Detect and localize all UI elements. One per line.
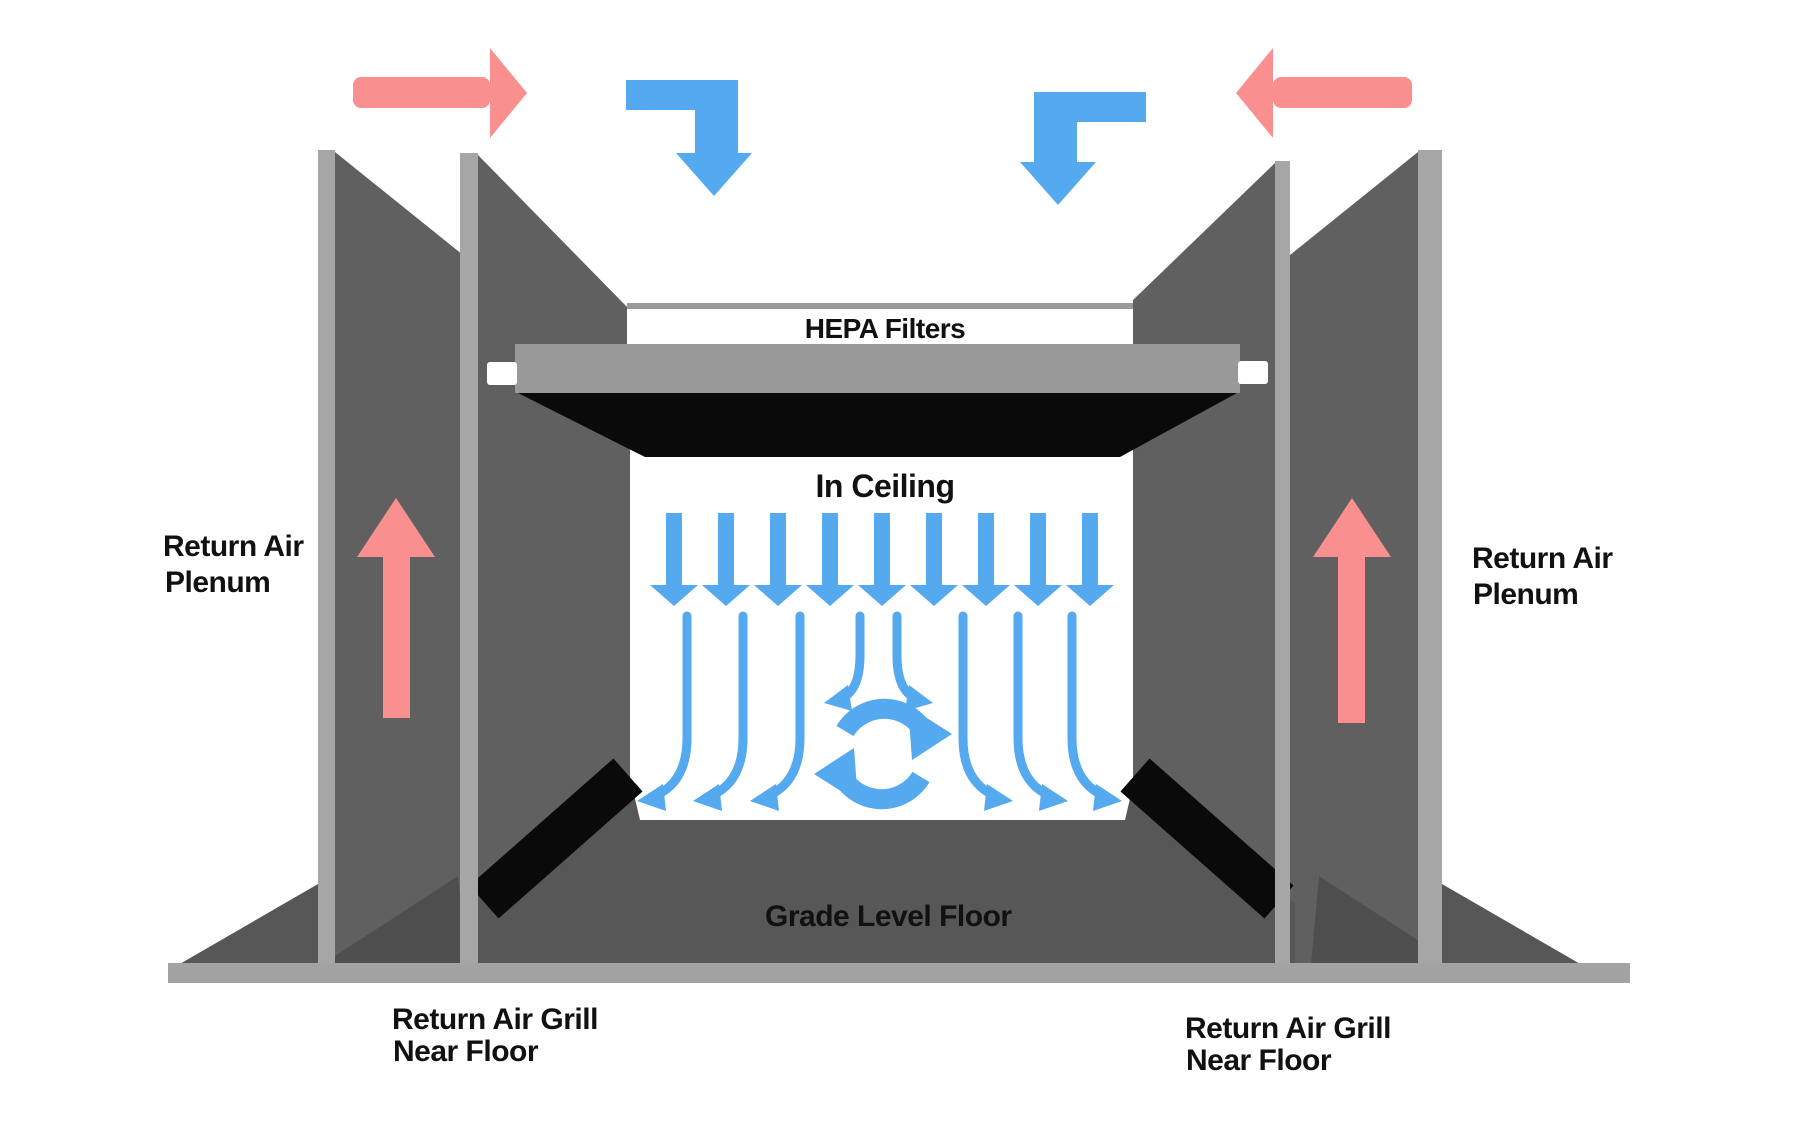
- hepa-filters-label: HEPA Filters: [805, 313, 965, 344]
- return-air-plenum-label-left: Return Air Plenum: [163, 530, 305, 599]
- svg-text:Near Floor: Near Floor: [393, 1035, 539, 1068]
- right-plenum-up-arrow-icon: [1313, 498, 1391, 723]
- ceiling-supply-arrows: [650, 513, 1114, 606]
- svg-text:Return Air Grill: Return Air Grill: [1185, 1012, 1391, 1045]
- room-floor-surface: [468, 790, 1295, 965]
- right-inner-wall-edge: [1275, 161, 1290, 965]
- recirculation-icon: [814, 698, 952, 810]
- grade-floor-slab: [168, 963, 1630, 983]
- left-outer-floor-wedge: [178, 884, 318, 965]
- top-supply-arrows: [626, 80, 1146, 205]
- return-air-right-arrow-icon: [353, 48, 527, 138]
- left-inner-wall-edge: [460, 153, 478, 965]
- left-return-grill-slot: [469, 758, 643, 919]
- svg-text:Return Air: Return Air: [163, 530, 304, 563]
- supply-elbow-down-left-icon: [626, 80, 752, 196]
- top-return-arrows: [353, 48, 1412, 138]
- right-return-grill-slot: [1120, 758, 1294, 919]
- left-channel-floor-wedge: [335, 876, 466, 965]
- right-outer-wall-edge: [1418, 150, 1442, 965]
- plenum-up-arrows: [357, 498, 1391, 723]
- streamline-arrowheads: [637, 685, 1122, 811]
- svg-text:Near Floor: Near Floor: [1186, 1044, 1332, 1077]
- hepa-filter-assembly: [487, 303, 1268, 457]
- filter-housing-bar: [515, 344, 1240, 393]
- left-plenum-up-arrow-icon: [357, 498, 435, 718]
- hepa-band-top-line: [627, 303, 1133, 309]
- right-channel-floor-wedge: [1311, 876, 1442, 965]
- grade-level-floor-label: Grade Level Floor: [765, 900, 1012, 933]
- filter-diffuser-underside: [518, 393, 1237, 457]
- filter-housing-left-tab: [487, 362, 517, 385]
- svg-text:Plenum: Plenum: [165, 566, 270, 599]
- right-outer-floor-wedge: [1442, 884, 1582, 965]
- return-air-left-arrow-icon: [1236, 48, 1412, 138]
- return-air-grill-label-right: Return Air Grill Near Floor: [1185, 1012, 1391, 1077]
- return-air-grill-label-left: Return Air Grill Near Floor: [392, 1003, 598, 1068]
- svg-text:Return Air: Return Air: [1472, 542, 1613, 575]
- return-air-plenum-label-right: Return Air Plenum: [1472, 542, 1614, 611]
- left-outer-wall-edge: [318, 150, 335, 965]
- hepa-filter-band: [627, 303, 1133, 344]
- supply-elbow-down-right-icon: [1020, 92, 1146, 205]
- filter-housing-right-tab: [1238, 361, 1268, 384]
- diagram-labels: HEPA Filters In Ceiling Grade Level Floo…: [163, 313, 1614, 1077]
- room-airflow-streamlines: [637, 611, 1122, 811]
- in-ceiling-label: In Ceiling: [816, 468, 955, 504]
- wall-front-edges: [318, 150, 1442, 965]
- svg-text:Plenum: Plenum: [1473, 578, 1578, 611]
- floor: [178, 758, 1582, 965]
- svg-text:Return Air Grill: Return Air Grill: [392, 1003, 598, 1036]
